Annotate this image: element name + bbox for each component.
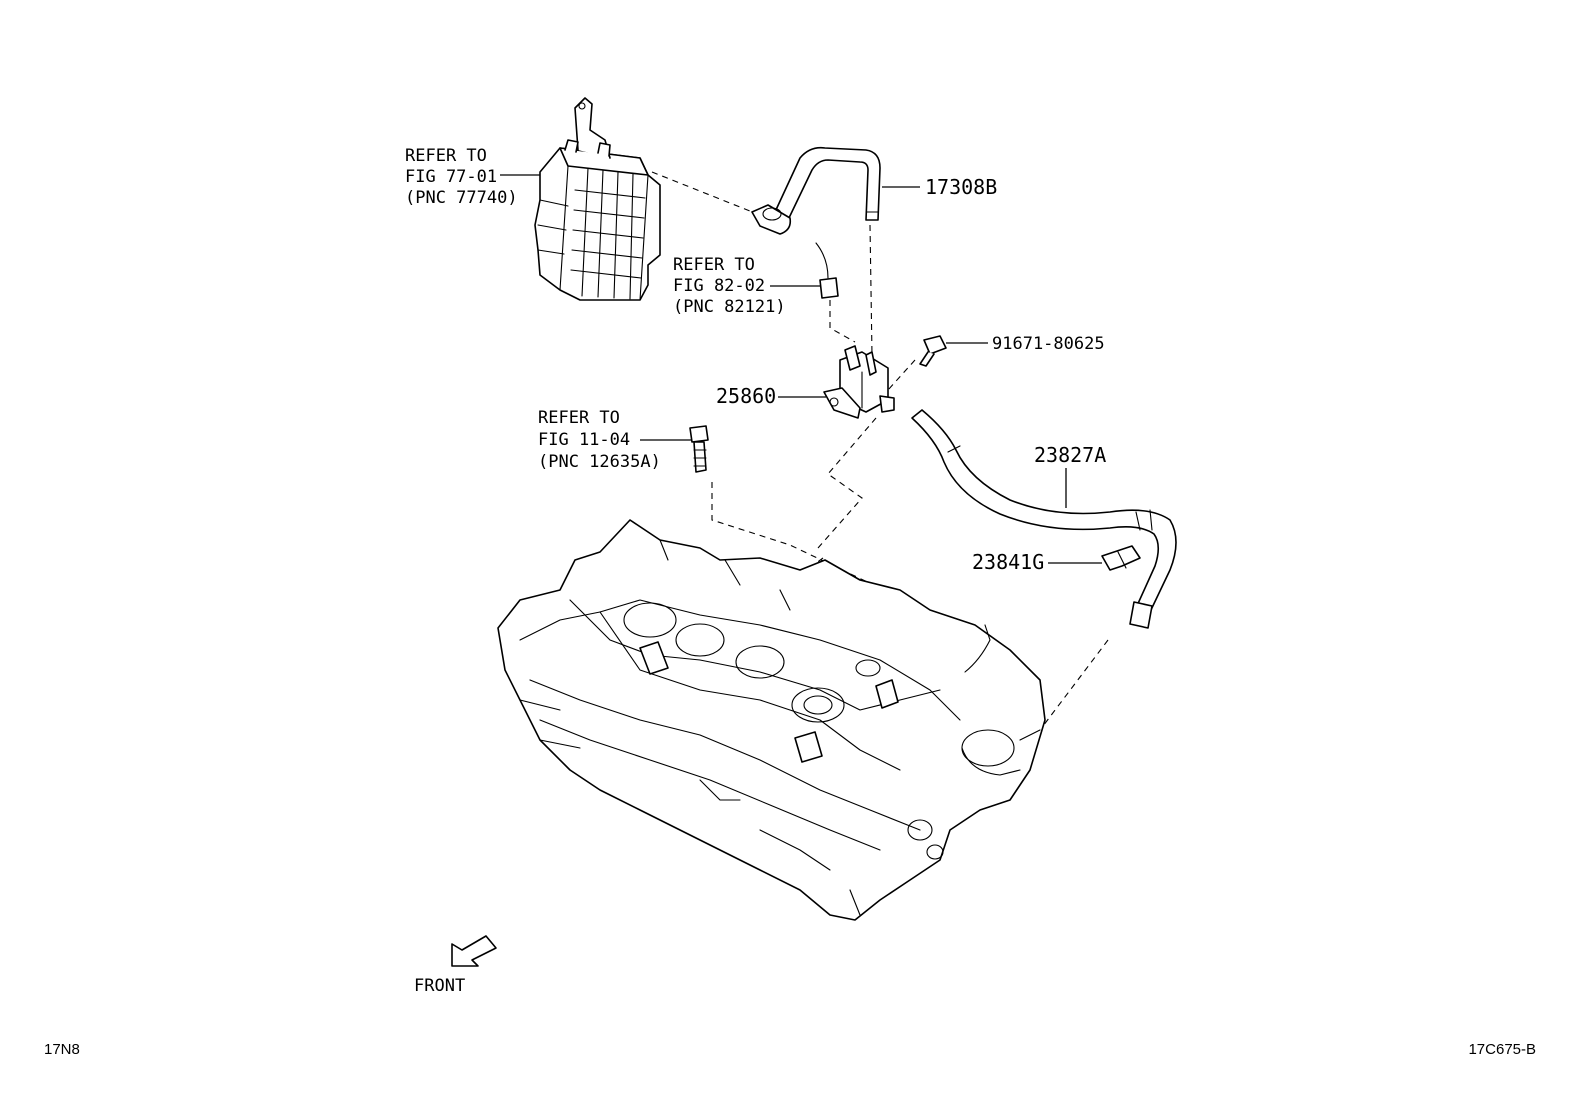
part-number-23827a: 23827A <box>1034 443 1106 467</box>
vacuum-switching-valve-icon <box>823 345 895 419</box>
callout-canister-line1: REFER TO <box>405 146 487 166</box>
part-number-23841g: 23841G <box>972 550 1044 574</box>
part-number-17308b: 17308B <box>925 175 997 199</box>
vacuum-hose-icon <box>751 146 881 235</box>
bolt-icon <box>919 335 947 367</box>
callout-canister-line3: (PNC 77740) <box>405 188 518 208</box>
callout-plug-line2: FIG 11-04 <box>538 430 630 450</box>
part-number-91671-80625: 91671-80625 <box>992 334 1105 354</box>
callout-sensor-line3: (PNC 82121) <box>673 297 786 317</box>
cylinder-head-icon <box>497 519 1046 921</box>
front-label: FRONT <box>414 976 465 996</box>
callout-plug-line3: (PNC 12635A) <box>538 452 661 472</box>
front-arrow-icon <box>451 935 497 967</box>
figure-code-left: 17N8 <box>44 1041 80 1058</box>
callout-sensor: REFER TO FIG 82-02 (PNC 82121) <box>673 255 786 317</box>
plug-icon <box>689 425 709 473</box>
hose-clamp-icon <box>1101 545 1141 571</box>
callout-sensor-line1: REFER TO <box>673 255 755 275</box>
part-number-25860: 25860 <box>716 384 776 408</box>
callout-plug: REFER TO FIG 11-04 (PNC 12635A) <box>538 408 661 472</box>
callout-canister-line2: FIG 77-01 <box>405 167 497 187</box>
leader-lines <box>500 174 1102 564</box>
callout-plug-line1: REFER TO <box>538 408 620 428</box>
figure-code-right: 17C675-B <box>1468 1041 1536 1058</box>
callout-sensor-line2: FIG 82-02 <box>673 276 765 296</box>
callout-canister: REFER TO FIG 77-01 (PNC 77740) <box>405 146 518 208</box>
sensor-connector-icon <box>815 242 839 299</box>
charcoal-canister-icon <box>534 97 661 301</box>
ventilation-hose-icon <box>911 409 1177 629</box>
